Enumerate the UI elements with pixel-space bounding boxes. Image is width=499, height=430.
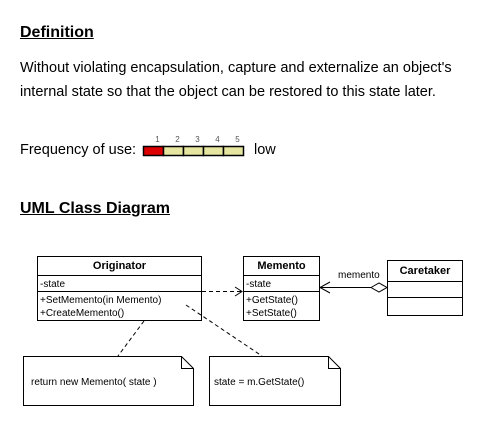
frequency-scale-cell bbox=[222, 145, 245, 157]
frequency-scale-number: 1 bbox=[155, 135, 160, 144]
originator-class-box bbox=[37, 256, 202, 321]
association-label: memento bbox=[338, 270, 380, 281]
originator-operation: +SetMemento(in Memento) bbox=[40, 295, 161, 306]
memento-note-text: state = m.GetState() bbox=[214, 377, 304, 388]
caretaker-class-name: Caretaker bbox=[400, 265, 451, 277]
originator-note-text: return new Memento( state ) bbox=[31, 377, 157, 388]
caretaker-class-box bbox=[387, 260, 463, 316]
frequency-scale-number: 2 bbox=[175, 135, 180, 144]
originator-operation: +CreateMemento() bbox=[40, 308, 124, 319]
definition-heading: Definition bbox=[20, 24, 94, 41]
frequency-label: Frequency of use: bbox=[20, 142, 137, 158]
definition-text: Without violating encapsulation, capture… bbox=[20, 60, 452, 100]
frequency-level-label: low bbox=[254, 142, 276, 158]
memento-class bbox=[243, 256, 320, 321]
memento-class-box bbox=[243, 256, 320, 321]
memento-operation: +GetState() bbox=[246, 295, 298, 306]
aggregation-association bbox=[318, 281, 389, 294]
uml-heading: UML Class Diagram bbox=[20, 200, 170, 217]
originator-note bbox=[23, 356, 194, 406]
frequency-scale-number: 5 bbox=[235, 135, 240, 144]
frequency-scale-number: 4 bbox=[215, 135, 220, 144]
dependency-arrow bbox=[202, 286, 243, 297]
memento-note-connector bbox=[185, 304, 263, 357]
caretaker-class bbox=[387, 260, 463, 316]
frequency-scale-number: 3 bbox=[195, 135, 200, 144]
memento-operation: +SetState() bbox=[246, 308, 297, 319]
originator-attribute: -state bbox=[40, 279, 65, 290]
memento-attribute: -state bbox=[246, 279, 271, 290]
frequency-rating-scale: 1 2 3 4 5 bbox=[142, 135, 245, 157]
originator-note-connector bbox=[117, 320, 145, 357]
originator-class bbox=[37, 256, 202, 321]
memento-note bbox=[209, 356, 341, 406]
memento-class-name: Memento bbox=[257, 260, 306, 272]
originator-class-name: Originator bbox=[93, 260, 147, 272]
